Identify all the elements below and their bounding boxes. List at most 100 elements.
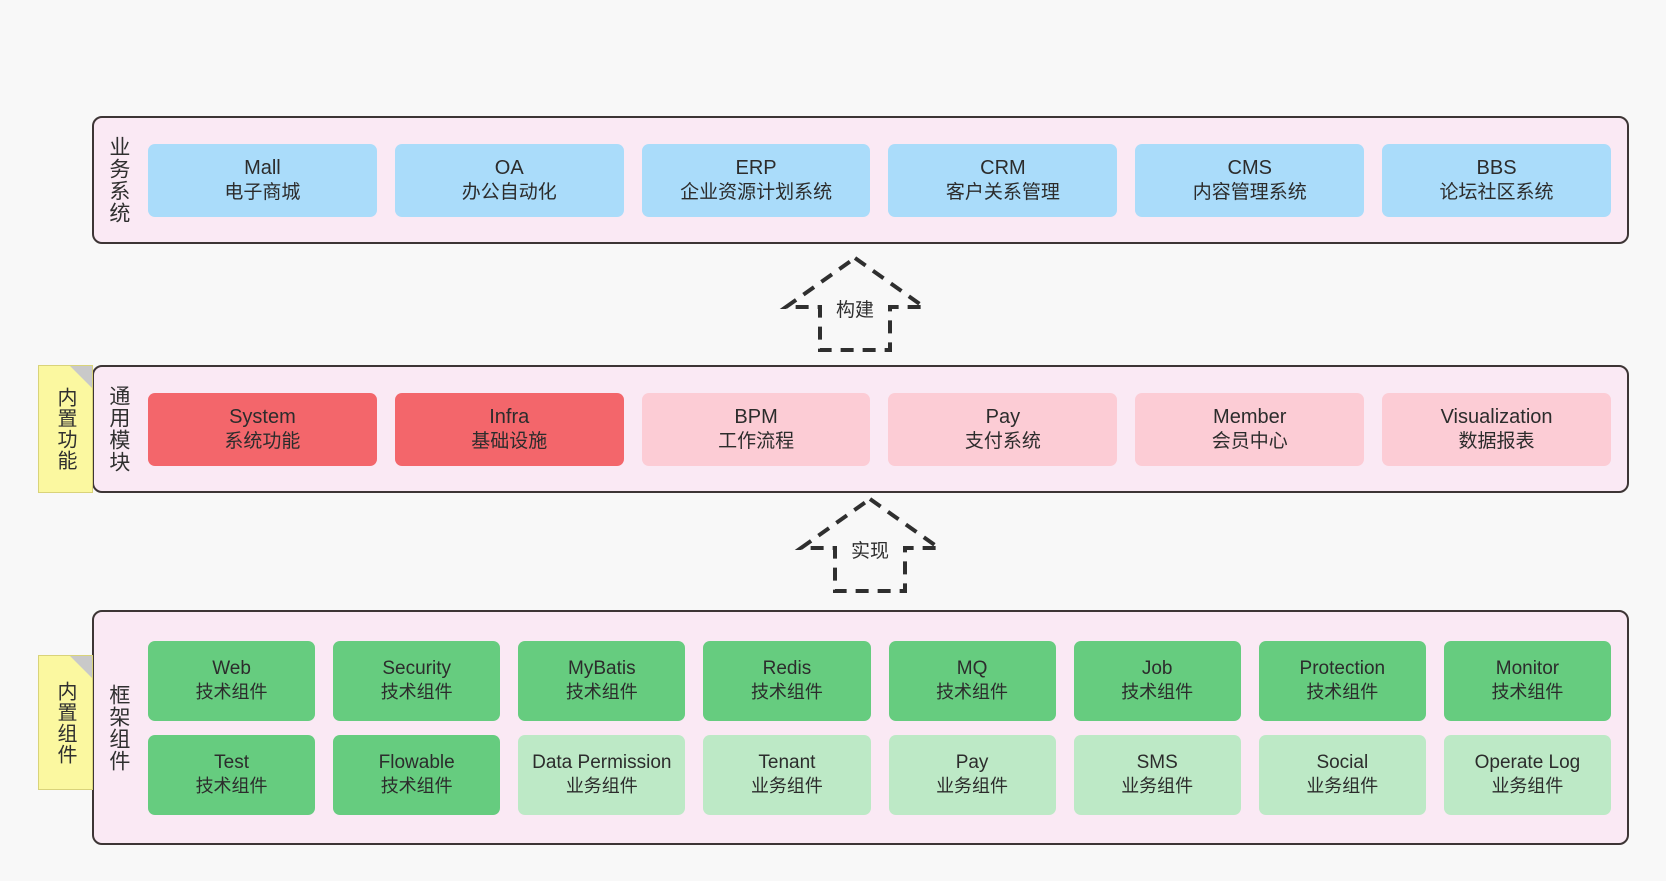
card-flowable-en: Flowable <box>378 752 455 774</box>
card-visualization[interactable]: Visualization 数据报表 <box>1382 392 1611 466</box>
card-test-en: Test <box>214 752 249 774</box>
arrow-build-shape <box>779 255 931 352</box>
card-social[interactable]: Social 业务组件 <box>1258 734 1426 815</box>
note-builtin-components-label: 内置组件 <box>54 680 76 765</box>
card-pay-module-cn: 支付系统 <box>964 430 1041 452</box>
layer-framework-component-body: Web 技术组件 Security 技术组件 MyBatis 技术组件 Redi… <box>142 612 1627 843</box>
layer-common-module-body: System 系统功能 Infra 基础设施 BPM 工作流程 Pay 支付系统… <box>142 367 1627 491</box>
layer-framework-component: 框架组件 Web 技术组件 Security 技术组件 MyBatis 技术组件… <box>92 610 1629 845</box>
card-member[interactable]: Member 会员中心 <box>1135 392 1365 466</box>
card-job-en: Job <box>1141 658 1173 680</box>
card-member-en: Member <box>1213 405 1287 428</box>
card-social-cn: 业务组件 <box>1306 776 1379 797</box>
card-monitor-en: Monitor <box>1495 658 1560 680</box>
card-redis-en: Redis <box>762 658 812 680</box>
card-infra[interactable]: Infra 基础设施 <box>394 392 624 466</box>
arrow-implement: 实现 <box>794 495 946 595</box>
card-oa-en: OA <box>494 156 524 179</box>
framework-biz-row: Test 技术组件 Flowable 技术组件 Data Permission … <box>148 734 1611 815</box>
card-protection-en: Protection <box>1299 658 1386 680</box>
card-data-permission[interactable]: Data Permission 业务组件 <box>518 734 686 815</box>
card-web[interactable]: Web 技术组件 <box>148 640 316 721</box>
card-flowable[interactable]: Flowable 技术组件 <box>333 734 501 815</box>
card-mybatis[interactable]: MyBatis 技术组件 <box>518 640 686 721</box>
card-erp-cn: 企业资源计划系统 <box>680 181 833 203</box>
note-builtin-components: 内置组件 <box>38 655 93 790</box>
card-sms-en: SMS <box>1136 752 1178 774</box>
card-job[interactable]: Job 技术组件 <box>1073 640 1241 721</box>
card-mall-en: Mall <box>244 156 281 179</box>
card-monitor-cn: 技术组件 <box>1491 682 1564 703</box>
card-bbs-en: BBS <box>1476 156 1517 179</box>
arrow-build-label: 构建 <box>835 300 874 321</box>
card-pay-module-en: Pay <box>985 405 1021 428</box>
card-bpm[interactable]: BPM 工作流程 <box>641 392 871 466</box>
card-bpm-en: BPM <box>734 405 778 428</box>
card-tenant-cn: 业务组件 <box>750 776 823 797</box>
card-protection-cn: 技术组件 <box>1306 682 1379 703</box>
card-bpm-cn: 工作流程 <box>718 430 795 452</box>
card-mybatis-cn: 技术组件 <box>565 682 638 703</box>
layer-business-system: 业务系统 Mall 电子商城 OA 办公自动化 ERP 企业资源计划系统 CRM… <box>92 116 1629 244</box>
layer-business-system-title: 业务系统 <box>106 136 130 224</box>
card-system-cn: 系统功能 <box>224 430 301 452</box>
card-test[interactable]: Test 技术组件 <box>148 734 316 815</box>
card-operate-log-cn: 业务组件 <box>1491 776 1564 797</box>
common-card-row: System 系统功能 Infra 基础设施 BPM 工作流程 Pay 支付系统… <box>148 392 1611 466</box>
card-mall-cn: 电子商城 <box>224 181 301 203</box>
card-protection[interactable]: Protection 技术组件 <box>1258 640 1426 721</box>
card-member-cn: 会员中心 <box>1211 430 1288 452</box>
card-cms-en: CMS <box>1227 156 1272 179</box>
card-mq[interactable]: MQ 技术组件 <box>888 640 1056 721</box>
card-redis[interactable]: Redis 技术组件 <box>703 640 871 721</box>
card-pay-component-cn: 业务组件 <box>936 776 1009 797</box>
card-mall[interactable]: Mall 电子商城 <box>148 143 377 217</box>
card-security[interactable]: Security 技术组件 <box>333 640 501 721</box>
card-data-permission-cn: 业务组件 <box>565 776 638 797</box>
card-test-cn: 技术组件 <box>195 776 268 797</box>
note-builtin-functions: 内置功能 <box>38 365 93 493</box>
card-mq-en: MQ <box>956 658 988 680</box>
card-web-cn: 技术组件 <box>195 682 268 703</box>
card-security-en: Security <box>382 658 451 680</box>
note-builtin-functions-label: 内置功能 <box>54 387 76 471</box>
card-flowable-cn: 技术组件 <box>380 776 453 797</box>
card-infra-en: Infra <box>489 405 530 428</box>
card-erp-en: ERP <box>735 156 777 179</box>
layer-business-system-body: Mall 电子商城 OA 办公自动化 ERP 企业资源计划系统 CRM 客户关系… <box>142 118 1627 242</box>
card-bbs-cn: 论坛社区系统 <box>1439 181 1554 203</box>
card-oa[interactable]: OA 办公自动化 <box>394 143 624 217</box>
card-pay-component-en: Pay <box>955 752 989 774</box>
card-crm-cn: 客户关系管理 <box>945 181 1060 203</box>
card-cms[interactable]: CMS 内容管理系统 <box>1135 143 1365 217</box>
layer-framework-component-title: 框架组件 <box>106 683 130 772</box>
card-sms[interactable]: SMS 业务组件 <box>1073 734 1241 815</box>
card-erp[interactable]: ERP 企业资源计划系统 <box>641 143 871 217</box>
card-system-en: System <box>229 405 296 428</box>
card-infra-cn: 基础设施 <box>471 430 548 452</box>
layer-common-module-title: 通用模块 <box>106 385 130 473</box>
card-monitor[interactable]: Monitor 技术组件 <box>1443 640 1611 721</box>
card-cms-cn: 内容管理系统 <box>1192 181 1307 203</box>
card-redis-cn: 技术组件 <box>750 682 823 703</box>
card-bbs[interactable]: BBS 论坛社区系统 <box>1382 143 1611 217</box>
card-security-cn: 技术组件 <box>380 682 453 703</box>
card-pay-module[interactable]: Pay 支付系统 <box>888 392 1118 466</box>
card-pay-component[interactable]: Pay 业务组件 <box>888 734 1056 815</box>
arrow-implement-label: 实现 <box>850 541 889 562</box>
card-operate-log-en: Operate Log <box>1474 752 1581 774</box>
card-mybatis-en: MyBatis <box>568 658 636 680</box>
card-tenant[interactable]: Tenant 业务组件 <box>703 734 871 815</box>
card-data-permission-en: Data Permission <box>532 752 672 774</box>
card-operate-log[interactable]: Operate Log 业务组件 <box>1443 734 1611 815</box>
framework-tech-row: Web 技术组件 Security 技术组件 MyBatis 技术组件 Redi… <box>148 640 1611 721</box>
card-crm[interactable]: CRM 客户关系管理 <box>888 143 1118 217</box>
card-mq-cn: 技术组件 <box>936 682 1009 703</box>
arrow-build: 构建 <box>779 254 931 354</box>
layer-common-module: 通用模块 System 系统功能 Infra 基础设施 BPM 工作流程 Pay… <box>92 365 1629 493</box>
card-social-en: Social <box>1316 752 1369 774</box>
card-system[interactable]: System 系统功能 <box>148 392 377 466</box>
card-tenant-en: Tenant <box>758 752 816 774</box>
business-card-row: Mall 电子商城 OA 办公自动化 ERP 企业资源计划系统 CRM 客户关系… <box>148 143 1611 217</box>
